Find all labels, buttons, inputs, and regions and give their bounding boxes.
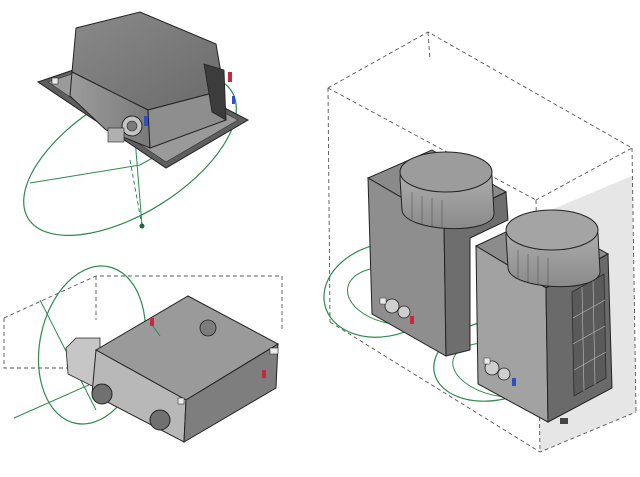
pipe-flange (107, 127, 125, 143)
marker (483, 357, 491, 365)
pipe-port (384, 298, 400, 314)
pipe-port-inner (126, 120, 138, 132)
ducted-unit (3, 265, 283, 443)
unit-a-side (443, 191, 509, 357)
marker (228, 72, 232, 82)
duct-port (149, 409, 171, 431)
ceiling-cassette-unit (23, 11, 250, 236)
marker (232, 96, 235, 104)
outdoor-condensing-units (323, 31, 637, 453)
ellipse-axis (29, 164, 141, 184)
condenser-unit-a (366, 149, 509, 357)
marker (144, 116, 148, 126)
clearance-box (3, 275, 283, 369)
marker (262, 370, 266, 378)
duct-port (199, 319, 217, 337)
unit-b-fan-top (505, 209, 599, 251)
unit-foot (560, 418, 568, 424)
unit-a-fan-top (399, 151, 493, 193)
pipe-stem (129, 159, 143, 227)
pipe-port (397, 305, 411, 319)
cassette-corner (203, 63, 227, 121)
marker (269, 347, 279, 355)
ducted-right (183, 343, 279, 443)
pipe-port (484, 360, 500, 376)
marker (379, 297, 387, 305)
duct-port (91, 383, 113, 405)
marker (512, 378, 516, 386)
marker (410, 316, 414, 324)
marker (150, 318, 154, 326)
marker (51, 77, 59, 85)
condenser-unit-b (474, 209, 613, 424)
marker (177, 397, 185, 405)
pipe-port (497, 367, 511, 381)
anchor-point (139, 223, 145, 229)
